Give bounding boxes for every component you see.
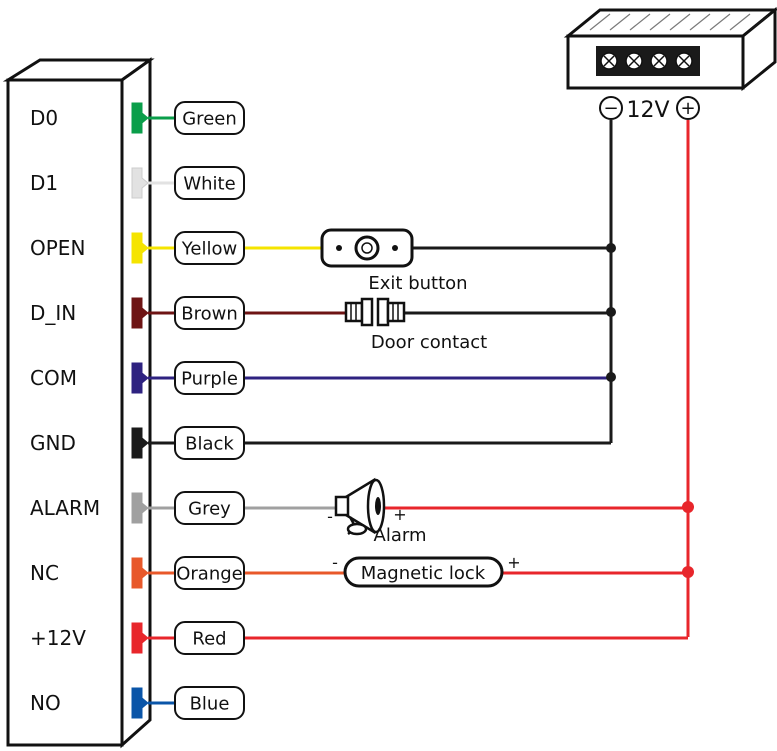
wire-color-label: Purple: [181, 369, 238, 390]
exit-button-label: Exit button: [368, 273, 467, 294]
magnetic-lock-label: Magnetic lock: [361, 563, 486, 584]
wire-color-tag: [174, 361, 245, 395]
lock-neg-sign: -: [332, 553, 338, 572]
exit-button-device: Exit button: [320, 228, 468, 294]
positive-bus: [682, 120, 694, 637]
pin-row-alarm: ALARM Grey: [30, 491, 245, 525]
psu-terminal-block: [596, 46, 700, 76]
wire-terminal-connector: [131, 362, 149, 394]
pin-label: GND: [30, 431, 76, 455]
wire-terminal-connector: [131, 687, 149, 719]
wire-color-label: Green: [182, 109, 237, 130]
wire-color-tag: [174, 621, 245, 655]
pin-label: D1: [30, 171, 58, 195]
exit-button-screw-left: [336, 245, 342, 251]
wire-terminal-connector: [131, 102, 149, 134]
terminal-screw-icon: [625, 52, 643, 70]
junction-dot-open: [606, 243, 616, 253]
wire-terminal-connector: [131, 622, 149, 654]
junction-dot-alarm: [682, 501, 694, 513]
pin-label: COM: [30, 366, 77, 390]
wire-terminal-connector: [131, 492, 149, 524]
pin-row-no: NO Blue: [30, 686, 245, 720]
pin-label: D0: [30, 106, 58, 130]
pin-label: NO: [30, 691, 61, 715]
wire-terminal-connector: [131, 557, 149, 589]
wire-color-label: White: [183, 174, 235, 195]
wire-terminal-connector: [131, 427, 149, 459]
alarm-device: - + Alarm: [327, 477, 427, 546]
door-contact-device: Door contact: [344, 297, 487, 353]
pin-label: NC: [30, 561, 59, 585]
wire-terminal-connector: [131, 167, 149, 199]
magnetic-lock-body: [343, 556, 504, 588]
psu-pos-symbol-text: +: [680, 98, 695, 119]
wire-terminal-connector: [131, 232, 149, 264]
alarm-pos-sign: +: [393, 505, 406, 524]
wire-color-tag: [174, 556, 245, 590]
pin-label: ALARM: [30, 496, 100, 520]
wire-color-label: Black: [185, 434, 234, 455]
alarm-neg-sign: -: [327, 507, 333, 526]
psu-pos-terminal-symbol: +: [676, 96, 700, 120]
magnetic-lock-device: Magnetic lock - +: [332, 553, 521, 588]
junction-dot-lock: [682, 566, 694, 578]
pin-row-12v: +12V Red: [30, 621, 245, 655]
terminal-screw-icon: [650, 52, 668, 70]
terminal-screw-icon: [600, 52, 618, 70]
psu-neg-terminal-symbol: −: [599, 96, 623, 120]
pin-label: +12V: [30, 626, 86, 650]
junction-dot-com: [606, 372, 616, 382]
alarm-siren-icon: [334, 477, 386, 536]
pin-row-d1: D1 White: [30, 166, 245, 200]
wire-color-tag: [174, 491, 245, 525]
psu-top-hatching: [589, 13, 769, 31]
pin-row-open: OPEN Yellow: [30, 231, 245, 265]
pin-row-din: D_IN Brown: [30, 296, 245, 330]
pin-row-nc: NC Orange: [30, 556, 245, 590]
pin-label: OPEN: [30, 236, 85, 260]
wire-color-tag: [174, 101, 245, 135]
wire-color-tag: [174, 426, 245, 460]
wire-color-label: Orange: [176, 564, 243, 585]
door-contact-label: Door contact: [371, 332, 487, 353]
wire-color-label: Blue: [190, 694, 230, 715]
wire-color-tag: [174, 296, 245, 330]
pin-row-com: COM Purple: [30, 361, 245, 395]
wire-color-label: Brown: [181, 304, 238, 325]
wire-color-label: Red: [192, 629, 226, 650]
controller-front-face: [6, 78, 124, 747]
wire-color-label: Yellow: [181, 239, 237, 260]
wires-layer: [244, 246, 688, 640]
negative-bus: [606, 120, 616, 443]
pin-row-gnd: GND Black: [30, 426, 245, 460]
psu-voltage-label: 12V: [626, 98, 669, 123]
pin-label: D_IN: [30, 301, 76, 325]
lock-pos-sign: +: [507, 553, 520, 572]
exit-button-screw-right: [392, 245, 398, 251]
psu-neg-symbol-text: −: [603, 98, 618, 119]
power-supply: − 12V +: [563, 6, 777, 123]
wire-color-tag: [174, 166, 245, 200]
wire-terminal-connector: [131, 297, 149, 329]
wire-color-tag: [174, 231, 245, 265]
wire-color-tag: [174, 686, 245, 720]
pin-row-d0: D0 Green: [30, 101, 245, 135]
alarm-label: Alarm: [374, 525, 427, 546]
wire-color-label: Grey: [188, 499, 231, 520]
terminal-screw-icon: [675, 52, 693, 70]
junction-dot-din: [606, 307, 616, 317]
